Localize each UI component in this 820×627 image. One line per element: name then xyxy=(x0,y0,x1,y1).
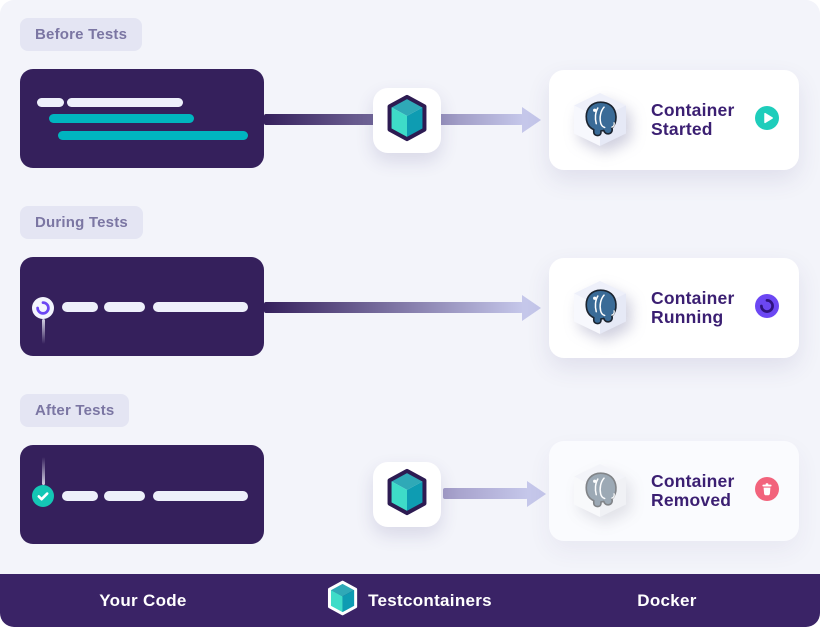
check-marker-icon xyxy=(32,485,54,512)
testcontainers-cube-card xyxy=(373,88,441,153)
arrowhead-icon xyxy=(522,107,541,133)
play-icon xyxy=(755,105,779,135)
postgres-icon xyxy=(571,463,629,519)
code-line-bar xyxy=(62,491,98,501)
testcontainers-cube-icon xyxy=(385,468,429,521)
spinner-marker-icon xyxy=(32,296,54,324)
postgres-icon xyxy=(571,280,629,336)
code-block-after xyxy=(20,445,264,544)
timeline-tail xyxy=(41,319,45,344)
testcontainers-logo: Testcontainers xyxy=(326,574,492,627)
code-line-bar xyxy=(37,98,64,107)
spinner-icon xyxy=(755,293,779,323)
flow-arrow-shaft xyxy=(264,302,523,313)
arrowhead-icon xyxy=(522,295,541,321)
code-line-bar xyxy=(104,491,145,501)
code-line-bar xyxy=(67,98,183,107)
code-line-bar xyxy=(153,491,248,501)
arrowhead-icon xyxy=(527,481,546,507)
footer-label-testcontainers: Testcontainers xyxy=(368,590,492,610)
testcontainers-cube-icon xyxy=(326,580,359,621)
phase-badge-after-tests: After Tests xyxy=(20,394,130,427)
code-line-bar xyxy=(62,302,98,312)
phase-badge-before-tests: Before Tests xyxy=(20,18,143,51)
code-block-before xyxy=(20,69,264,168)
code-block-during xyxy=(20,257,264,356)
container-status-card-removed: Container Removed xyxy=(549,441,799,541)
trash-icon xyxy=(755,476,779,506)
testcontainers-cube-icon xyxy=(385,94,429,147)
code-line-bar xyxy=(58,131,248,140)
container-status-card-started: Container Started xyxy=(549,70,799,170)
container-status-card-running: Container Running xyxy=(549,258,799,358)
code-line-bar xyxy=(49,114,194,123)
status-title: Container Running xyxy=(651,288,735,327)
footer-legend: Your Code Testcontainers Docker xyxy=(0,574,820,627)
footer-label-your-code: Your Code xyxy=(99,591,187,610)
flow-arrow-shaft xyxy=(443,488,528,499)
status-title: Container Started xyxy=(651,100,735,139)
code-line-bar xyxy=(104,302,145,312)
footer-label-docker: Docker xyxy=(637,591,697,610)
testcontainers-cube-card xyxy=(373,462,441,527)
timeline-tail xyxy=(41,457,45,485)
postgres-icon xyxy=(571,92,629,148)
code-line-bar xyxy=(153,302,248,312)
phase-badge-during-tests: During Tests xyxy=(20,206,143,239)
status-title: Container Removed xyxy=(651,471,735,510)
